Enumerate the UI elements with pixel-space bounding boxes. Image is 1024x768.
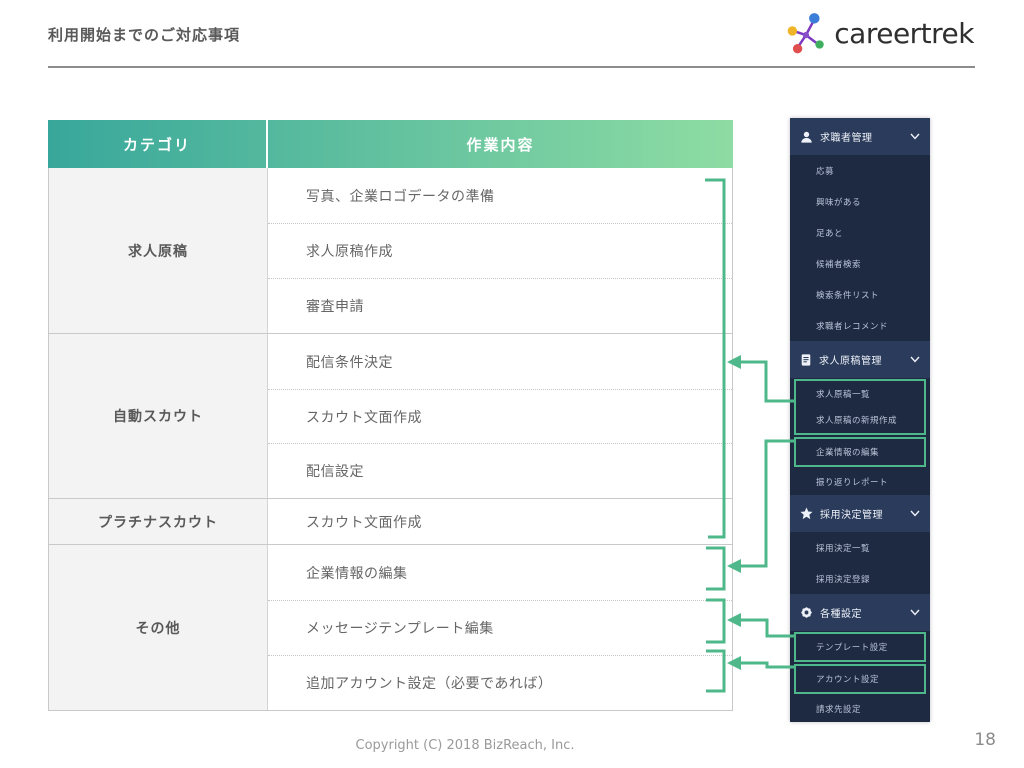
- star-icon: [800, 507, 813, 520]
- sidebar-item: 請求先設定: [816, 704, 862, 715]
- sidebar-section-title: 求人原稿管理: [819, 356, 882, 367]
- sidebar-section-title: 求職者管理: [820, 133, 873, 144]
- table-row: メッセージテンプレート編集: [268, 600, 732, 655]
- table-group-job-draft: 求人原稿 写真、企業ロゴデータの準備 求人原稿作成 審査申請: [49, 168, 732, 333]
- sidebar-item: 検索条件リスト: [816, 290, 880, 301]
- person-icon: [801, 131, 812, 143]
- document-icon: [801, 353, 811, 366]
- column-header-category: カテゴリ: [48, 120, 268, 168]
- chevron-down-icon: [910, 356, 920, 363]
- highlight-box-template-settings: テンプレート設定: [794, 632, 926, 662]
- table-group-other: その他 企業情報の編集 メッセージテンプレート編集 追加アカウント設定（必要であ…: [49, 544, 732, 710]
- title-divider: [48, 66, 975, 68]
- chevron-down-icon: [910, 609, 920, 616]
- chevron-down-icon: [910, 133, 920, 140]
- sidebar-item: 振り返りレポート: [816, 477, 889, 488]
- table-row: 写真、企業ロゴデータの準備: [306, 188, 495, 205]
- sidebar-item: 求人原稿一覧: [816, 390, 871, 400]
- sidebar-section-title: 採用決定管理: [820, 510, 883, 521]
- careertrek-logo: careertrek: [786, 10, 974, 56]
- gear-icon: [801, 607, 812, 618]
- connector-template: [736, 618, 796, 638]
- table-body: 求人原稿 写真、企業ロゴデータの準備 求人原稿作成 審査申請 自動スカウト 配信…: [48, 168, 733, 711]
- sidebar-item: 企業情報の編集: [816, 448, 880, 458]
- table-row: 配信設定: [268, 443, 732, 498]
- page-title: 利用開始までのご対応事項: [48, 26, 241, 44]
- sidebar-item: テンプレート設定: [816, 643, 888, 653]
- copyright: Copyright (C) 2018 BizReach, Inc.: [355, 738, 575, 753]
- sidebar-item: 候補者検索: [816, 259, 862, 270]
- category-cell: 自動スカウト: [49, 334, 268, 498]
- task-table: カテゴリ 作業内容 求人原稿 写真、企業ロゴデータの準備 求人原稿作成 審査申請…: [48, 120, 733, 711]
- sidebar-section-settings: 各種設定: [790, 594, 930, 631]
- sidebar-item: 応募: [816, 166, 835, 177]
- table-row: スカウト文面作成: [306, 514, 422, 531]
- sidebar-section-title: 各種設定: [820, 609, 862, 620]
- careertrek-logo-icon: [787, 13, 824, 54]
- sidebar-section-hiring-decision-management: 採用決定管理: [790, 495, 930, 532]
- table-row: 企業情報の編集: [306, 565, 408, 582]
- sidebar-item: 興味がある: [816, 197, 862, 208]
- highlight-box-job-draft: 求人原稿一覧 求人原稿の新規作成: [794, 379, 926, 435]
- chevron-down-icon: [910, 510, 920, 517]
- app-sidebar-screenshot: 求職者管理 応募 興味がある 足あと 候補者検索 検索条件リスト 求職者レコメン…: [790, 118, 930, 722]
- column-header-work: 作業内容: [466, 135, 535, 154]
- table-row: 配信条件決定: [306, 354, 393, 371]
- sidebar-item: 求人原稿の新規作成: [816, 416, 898, 426]
- sidebar-item: 求職者レコメンド: [816, 321, 889, 332]
- highlight-box-company-info: 企業情報の編集: [794, 437, 926, 467]
- table-group-platinum-scout: プラチナスカウト スカウト文面作成: [49, 498, 732, 544]
- sidebar-section-jobseeker-management: 求職者管理: [790, 118, 930, 155]
- category-cell: プラチナスカウト: [49, 499, 268, 544]
- page-number: 18: [974, 730, 996, 750]
- table-group-auto-scout: 自動スカウト 配信条件決定 スカウト文面作成 配信設定: [49, 333, 732, 498]
- table-row: 追加アカウント設定（必要であれば）: [268, 655, 732, 710]
- category-cell: その他: [49, 545, 268, 710]
- table-row: 求人原稿作成: [268, 223, 732, 278]
- connector-job-draft: [736, 360, 796, 403]
- highlight-box-account-settings: アカウント設定: [794, 664, 926, 694]
- table-row: 審査申請: [268, 278, 732, 333]
- sidebar-item: 採用決定一覧: [816, 543, 871, 554]
- table-header-row: カテゴリ 作業内容: [48, 120, 733, 168]
- sidebar-item: 足あと: [816, 228, 844, 239]
- connector-company-info: [736, 439, 796, 568]
- sidebar-section-job-draft-management: 求人原稿管理: [790, 341, 930, 378]
- careertrek-logo-text: careertrek: [834, 16, 974, 50]
- category-cell: 求人原稿: [49, 168, 268, 333]
- table-row: スカウト文面作成: [268, 389, 732, 443]
- connector-account: [736, 661, 796, 669]
- sidebar-item: アカウント設定: [816, 675, 880, 685]
- sidebar-item: 採用決定登録: [816, 574, 871, 585]
